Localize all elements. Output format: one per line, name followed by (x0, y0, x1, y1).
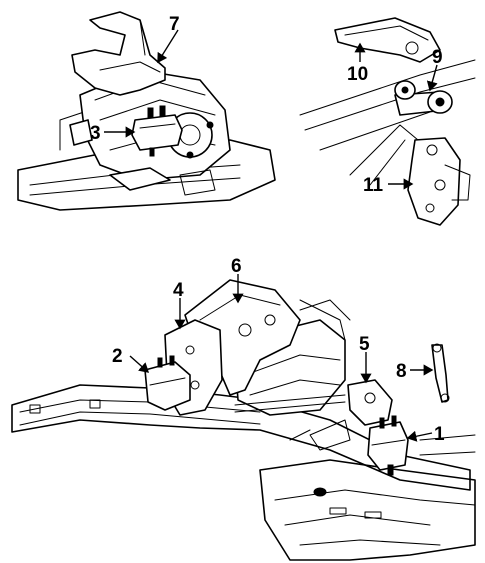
callout-3: 3 (90, 123, 101, 144)
callout-2: 2 (112, 346, 123, 367)
callout-10: 10 (347, 64, 368, 85)
callout-4: 4 (173, 280, 184, 301)
leader-9 (426, 64, 438, 92)
leader-1 (406, 430, 433, 442)
leader-2 (129, 355, 150, 373)
callout-6: 6 (231, 256, 242, 277)
callout-7: 7 (169, 14, 180, 35)
callout-8: 8 (396, 361, 407, 382)
callout-1: 1 (434, 424, 445, 445)
callout-11: 11 (363, 175, 384, 196)
callout-numbers: 1 2 3 4 5 6 7 8 9 10 11 (90, 14, 445, 445)
main-view-frame-and-mounts (11, 279, 476, 561)
callout-5: 5 (359, 334, 370, 355)
callout-9: 9 (432, 47, 443, 68)
inset-torque-strut-view (299, 17, 476, 226)
inset-engine-bracket-view (17, 11, 276, 211)
leader-7 (157, 29, 179, 64)
callout-leaders (104, 29, 438, 442)
